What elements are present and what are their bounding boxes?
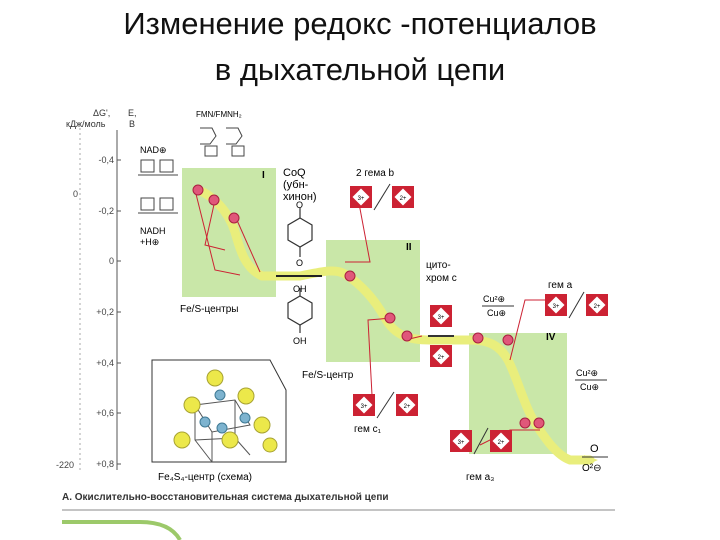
quinol-oh-bottom: OH	[293, 336, 307, 346]
quinone-o-top: O	[296, 200, 303, 210]
ox-label: 3+	[553, 304, 560, 310]
heme-a-label: гем a	[548, 280, 573, 291]
dg-tick: -220	[56, 460, 74, 470]
e-tick: +0,2	[96, 307, 114, 317]
cyt-c-label-2: хром c	[426, 273, 457, 284]
coq-label-2: (убн-	[283, 179, 309, 191]
e-tick: 0	[109, 256, 114, 266]
flow-arrowhead	[584, 455, 598, 466]
e-tick: +0,4	[96, 358, 114, 368]
ox-label: 3+	[458, 440, 465, 446]
figure-caption: А. Окислительно-восстановительная систем…	[62, 492, 389, 503]
cyt-c-label-1: цито-	[426, 260, 451, 271]
heme-c1-label: гем c₁	[354, 424, 382, 435]
complex-iii-label: II	[406, 242, 412, 253]
ox-label: 3+	[438, 315, 445, 321]
complex-iv-label: IV	[546, 332, 556, 343]
cu-bot-den: Cu⊕	[580, 382, 599, 392]
carrier-dots	[192, 184, 545, 429]
quinone-o-bottom: O	[296, 258, 303, 268]
heme-b-label: 2 гема b	[356, 168, 395, 179]
fes-center-label: Fe/S-центр	[302, 370, 354, 381]
fes-centers-label: Fe/S-центры	[180, 304, 238, 315]
cyt-c-pair	[428, 305, 454, 367]
slide-title-line-1: Изменение редокс -потенциалов	[123, 6, 597, 41]
quinone-ring	[287, 208, 313, 333]
complex-i-label: I	[262, 170, 265, 181]
coq-label-3: хинон)	[283, 191, 317, 203]
heme-a3-pair	[450, 427, 512, 455]
heme-a3-label: гем a₃	[466, 472, 494, 483]
oxygen-den: O²⊖	[582, 463, 602, 474]
ox-label: 2+	[594, 304, 601, 310]
heme-b-pair	[350, 183, 414, 211]
nadh-label: NADH	[140, 226, 166, 236]
nad-label: NAD⊕	[140, 145, 167, 155]
dg-tick: 0	[73, 189, 78, 199]
fmn-label: FMN/FMNH₂	[196, 110, 242, 119]
fe4s4-label: Fe₄S₄-центр (схема)	[158, 472, 252, 483]
slide-title-line-2: в дыхательной цепи	[214, 52, 506, 87]
e-tick: -0,4	[98, 155, 114, 165]
sulfur-atoms	[173, 369, 278, 453]
cropped-next-panel	[62, 520, 182, 540]
fmn-icons	[200, 127, 245, 157]
nadh-h-label: +H⊕	[140, 237, 159, 247]
e-tick: +0,6	[96, 408, 114, 418]
cu-top-num: Cu²⊕	[483, 294, 505, 304]
e-tick: +0,8	[96, 459, 114, 469]
e-axis-label: E,	[128, 108, 137, 118]
heme-a-pair	[545, 291, 608, 319]
ox-label: 2+	[438, 355, 445, 361]
e-tick: -0,2	[98, 206, 114, 216]
heme-c1-pair	[353, 391, 418, 419]
oxygen-num: O	[590, 443, 599, 455]
iron-atoms	[199, 389, 251, 434]
cu-top-den: Cu⊕	[487, 308, 506, 318]
quinol-oh-top: OH	[293, 284, 307, 294]
ox-label: 2+	[400, 196, 407, 202]
ox-label: 3+	[358, 196, 365, 202]
dg-axis-label: ΔG',	[93, 108, 110, 118]
ox-label: 2+	[404, 404, 411, 410]
ox-label: 3+	[361, 404, 368, 410]
dg-axis-unit: кДж/моль	[66, 119, 106, 129]
cu-bot-num: Cu²⊕	[576, 368, 598, 378]
ox-label: 2+	[498, 440, 505, 446]
nad-icons	[138, 159, 178, 214]
e-axis-unit: В	[129, 119, 135, 129]
coq-label: CoQ	[283, 167, 306, 179]
